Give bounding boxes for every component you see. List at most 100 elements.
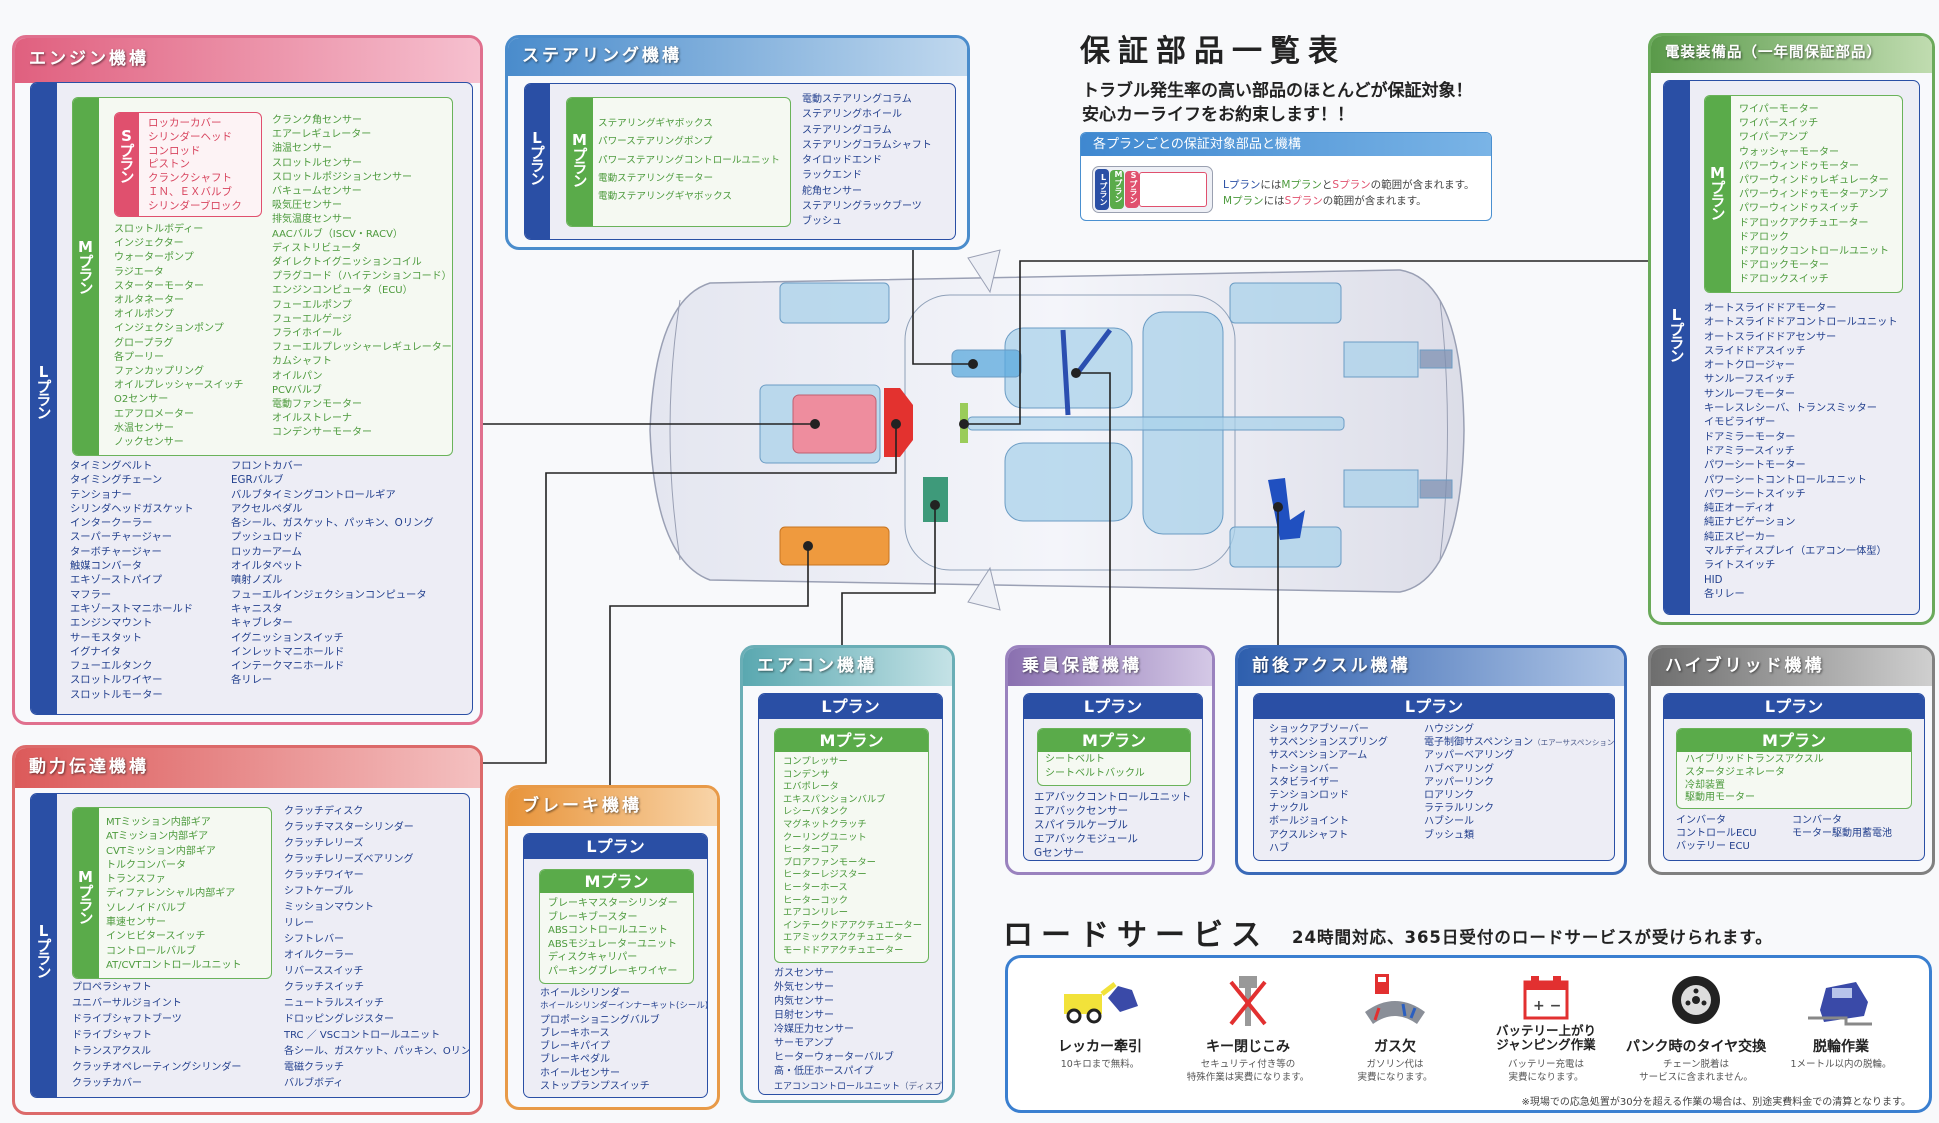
part-item: キーレスレシーバ、トランスミッター — [1704, 403, 1877, 415]
part-list: ガスセンサー外気センサー内気センサー日射センサー冷媒圧力センサーサーモアンプヒー… — [774, 967, 894, 1079]
part-item: 冷媒圧力センサー — [774, 1024, 854, 1035]
legend-text-1: LプランにはMプランとSプランの範囲が含まれます。 — [1223, 177, 1475, 192]
part-item: 内気センサー — [774, 996, 834, 1007]
m-plan-label: Mプラン — [570, 131, 589, 186]
part-item: バッテリー ECU — [1676, 841, 1750, 852]
part-item: インバータ — [1676, 815, 1726, 826]
part-item: バルブタイミングコントロールギア — [231, 488, 396, 501]
l-plan-box: Lプラン Mプラン ハイブリッドトランスアクスルスタータジェネレータ冷却装置駆動… — [1663, 693, 1925, 861]
part-item: オイルストレーナ — [272, 413, 352, 425]
part-item: オートクロージャー — [1704, 360, 1795, 372]
part-item: 舵角センサー — [802, 185, 862, 197]
part-item: パワーシートスイッチ — [1704, 488, 1806, 500]
part-item: ステアリングコラム — [802, 124, 892, 136]
part-item: コンバータ — [1792, 815, 1842, 826]
part-item: パーキングブレーキワイヤー — [548, 965, 678, 977]
part-item: スライドドアスイッチ — [1704, 345, 1806, 357]
part-list: タイミングベルトタイミングチェーンテンショナーシリンダヘッドガスケットインターク… — [70, 459, 194, 702]
part-item: エキゾーストパイプ — [70, 574, 163, 587]
section-title: ステアリング機構 — [508, 38, 967, 76]
part-item: コントロールバルブ — [106, 945, 196, 957]
part-item: ホイールシリンダーインナーキット(シール) — [540, 1001, 708, 1012]
part-list: プロペラシャフトユニバーサルジョイントドライブシャフトブーツドライブシャフトトラ… — [72, 980, 241, 1092]
part-item: ユニバーサルジョイント — [72, 998, 182, 1009]
part-item: エバポレータ — [783, 781, 839, 793]
part-item: グロープラグ — [114, 337, 174, 349]
part-item: イグナイタ — [70, 645, 121, 658]
l-plan-box: Lプラン Mプラン Sプラン ロッカーカバーシリンダーヘッドコンロッドピストンク… — [30, 82, 473, 715]
part-item: クランク角センサー — [272, 115, 362, 126]
part-item: Gセンサー — [1034, 847, 1085, 859]
part-item: フューエルタンク — [70, 660, 153, 673]
car-body — [649, 249, 1465, 611]
part-item: パワーウィンドゥスイッチ — [1739, 203, 1859, 215]
wheel-off-icon — [1808, 982, 1872, 1026]
l-plan-label: Lプラン — [1254, 694, 1614, 719]
part-item: CVTミッション内部ギア — [106, 845, 216, 857]
part-item: ABSコントロールユニット — [548, 925, 668, 936]
m-plan-label: Mプラン — [775, 729, 928, 752]
service-fuel: ガス欠 ガソリン代は 実費になります。 — [1320, 958, 1470, 1083]
part-item: レシーバタンク — [783, 806, 848, 818]
part-list: 電動ステアリングコラムステアリングホイールステアリングコラムステアリングコラムシ… — [802, 92, 932, 230]
part-item: トランスアクスル — [72, 1046, 151, 1057]
part-item: サンルーフモーター — [1704, 388, 1796, 400]
m-plan-box: Mプラン ワイパーモーターワイパースイッチワイパーアンプウォッシャーモーターパワ… — [1704, 95, 1903, 293]
part-item: パワーステアリングポンプ — [598, 136, 713, 148]
occupant-section: 乗員保護機構 Lプラン Mプラン シートベルトシートベルトバックル エアバックコ… — [1005, 645, 1215, 875]
m-plan-label: Mプラン — [1677, 729, 1911, 752]
service-note: 10キロまで無料。 — [1060, 1059, 1140, 1070]
part-item: ドアロックコントロールユニット — [1739, 246, 1889, 258]
text: には — [1263, 195, 1285, 207]
part-item: トランスファ — [106, 874, 166, 886]
part-item: イグニッションスイッチ — [231, 631, 344, 644]
m-plan-box: Mプラン Sプラン ロッカーカバーシリンダーヘッドコンロッドピストンクランクシャ… — [72, 97, 453, 456]
part-item: モードドアアクチュエーター — [783, 944, 904, 956]
part-item: インジェクター — [114, 238, 184, 250]
l-plan-box: Lプラン Mプラン シートベルトシートベルトバックル エアバックコントロールユニ… — [1023, 693, 1203, 861]
part-item: ワイパーアンプ — [1739, 132, 1808, 144]
part-list: エアバックコントロールユニットエアバックセンサースパイラルケーブルエアバックモジ… — [1034, 790, 1191, 860]
l-plan-box: Lプラン ショックアブソーバーサスペンションスプリングサスペンションアームトーシ… — [1253, 693, 1615, 861]
battery-icon: + − — [1523, 976, 1569, 1020]
part-item: ステアリングコラムシャフト — [802, 139, 932, 151]
part-item: ミッションマウント — [284, 902, 374, 913]
service-tow: レッカー牽引 10キロまで無料。 — [1025, 958, 1175, 1070]
part-item: マルチディスプレイ（エアコン一体型） — [1704, 546, 1887, 558]
axle-section: 前後アクスル機構 Lプラン ショックアブソーバーサスペンションスプリングサスペン… — [1235, 645, 1627, 875]
m-plan-label: Mプラン — [76, 238, 95, 293]
part-item: エアバックコントロールユニット — [1034, 791, 1192, 803]
section-title: 乗員保護機構 — [1008, 648, 1212, 686]
part-item: ABSモジュレーターユニット — [548, 938, 677, 950]
part-item: MTミッション内部ギア — [106, 817, 211, 828]
part-item: 冷却装置 — [1685, 779, 1725, 791]
legend-text-2: MプランにはSプランの範囲が含まれます。 — [1223, 193, 1427, 208]
page-title: 保証部品一覧表 — [1080, 34, 1346, 69]
m-plan-box: Mプラン コンプレッサーコンデンサエバポレータエキスパンションバルブレシーバタン… — [774, 728, 929, 963]
part-item: 純正ナビゲーション — [1704, 517, 1796, 529]
part-item: インタークーラー — [70, 517, 153, 530]
part-item: パワーシートモーター — [1704, 460, 1806, 472]
part-item: シートベルト — [1045, 754, 1105, 765]
l-plan-box: Lプラン Mプラン コンプレッサーコンデンサエバポレータエキスパンションバルブレ… — [758, 693, 943, 1095]
m-plan-label: Mプラン — [540, 870, 693, 893]
part-item: ハブシール — [1424, 816, 1474, 828]
part-item: オイルプレッシャースイッチ — [114, 380, 244, 392]
part-item: ボールジョイント — [1269, 816, 1349, 828]
service-tire: パンク時のタイヤ交換 チェーン脱着は サービスに含まれません。 — [1621, 958, 1771, 1083]
service-battery: + − バッテリー上がり ジャンピング作業 バッテリー充電は 実費になります。 — [1471, 958, 1621, 1083]
part-item: コントロールECU — [1676, 828, 1757, 839]
part-item: エキゾーストマニホールド — [70, 602, 194, 615]
part-item: ブレーキマスターシリンダー — [548, 898, 678, 909]
part-list: コンバータモーター駆動用蓄電池 — [1792, 814, 1892, 840]
l-plan-label: Lプラン — [34, 363, 53, 418]
part-item: プロペラシャフト — [72, 982, 152, 993]
part-list: ホイールシリンダーホイールシリンダーインナーキット(シール)プロポーショニングバ… — [540, 987, 708, 1093]
part-item: シリンダヘッドガスケット — [70, 502, 194, 515]
part-item: インジェクションポンプ — [114, 323, 224, 335]
part-item: エアコンコントロールユニット — [774, 1082, 901, 1092]
part-item: シフトレバー — [284, 934, 344, 945]
